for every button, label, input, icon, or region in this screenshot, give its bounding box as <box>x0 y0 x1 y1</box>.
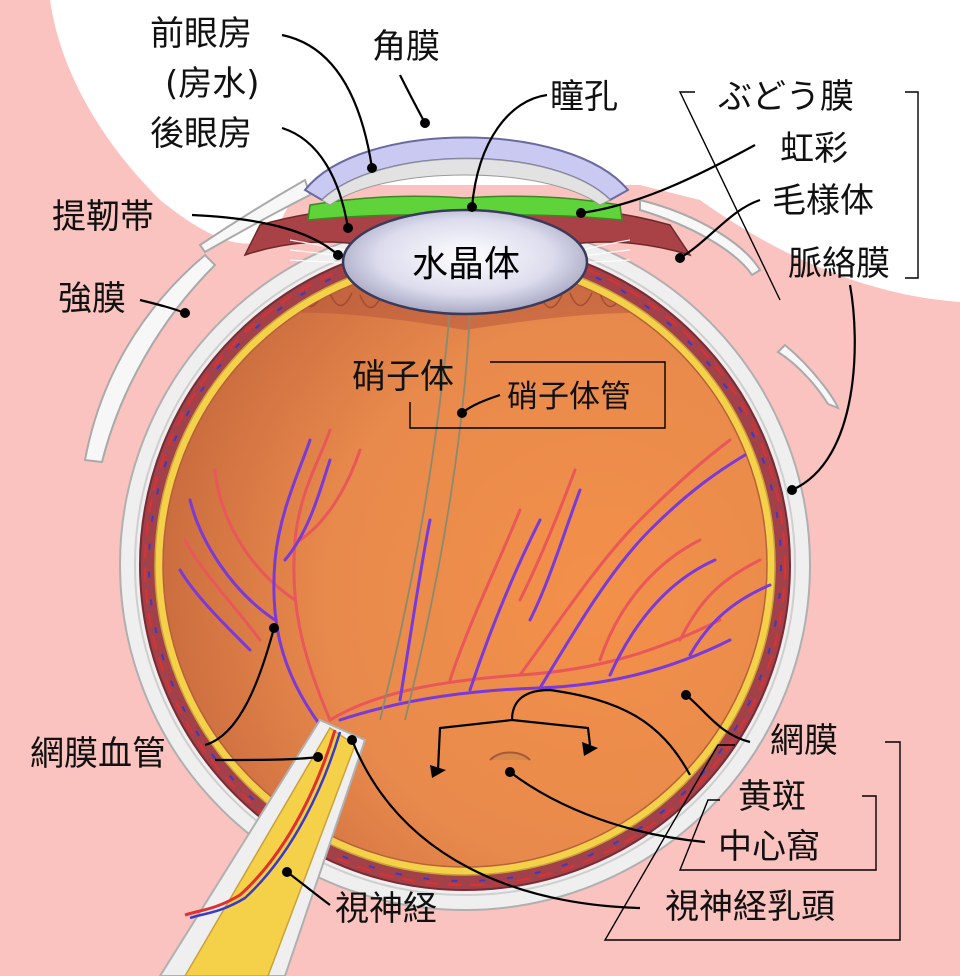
brackets <box>409 91 919 941</box>
label-aqueous-humor: (房水) <box>165 64 260 104</box>
label-fovea: 中心窩 <box>718 827 820 867</box>
label-zonule: 提靭帯 <box>52 197 154 237</box>
label-uvea: ぶどう膜 <box>718 77 854 117</box>
macula <box>489 751 531 761</box>
label-pupil: 瞳孔 <box>550 77 618 117</box>
label-ciliary-body: 毛様体 <box>772 181 874 221</box>
central-retinal-artery <box>184 729 337 917</box>
label-hyaloid-canal: 硝子体管 <box>507 379 631 415</box>
retinal-vessels <box>178 428 772 727</box>
label-posterior-chamber: 後眼房 <box>150 114 252 154</box>
eyelid-right-lower <box>776 343 840 410</box>
label-retinal-vessels: 網膜血管 <box>30 734 166 774</box>
label-iris: 虹彩 <box>780 129 848 169</box>
label-macula: 黄斑 <box>738 777 806 817</box>
lower-eyelid-left <box>83 253 217 464</box>
label-optic-disc: 視神経乳頭 <box>665 887 835 927</box>
upper-eyelid-right <box>639 198 762 277</box>
leader-lines <box>139 33 856 910</box>
labels: 前眼房 (房水) 後眼房 角膜 瞳孔 ぶどう膜 虹彩 毛様体 脈絡膜 提靭帯 強… <box>30 14 890 929</box>
label-sclera: 強膜 <box>58 279 126 319</box>
label-cornea: 角膜 <box>372 27 440 67</box>
label-choroid: 脈絡膜 <box>788 244 890 284</box>
label-vitreous: 硝子体 <box>352 357 454 397</box>
hyaloid-canal <box>379 309 471 721</box>
lens <box>341 208 589 316</box>
central-retinal-vein <box>189 731 342 920</box>
label-lens: 水晶体 <box>412 244 520 285</box>
vitreous-body <box>162 262 768 868</box>
label-optic-nerve: 視神経 <box>335 889 437 929</box>
label-anterior-chamber: 前眼房 <box>150 14 252 54</box>
anterior-chamber <box>321 158 611 206</box>
label-retina: 網膜 <box>770 721 838 761</box>
